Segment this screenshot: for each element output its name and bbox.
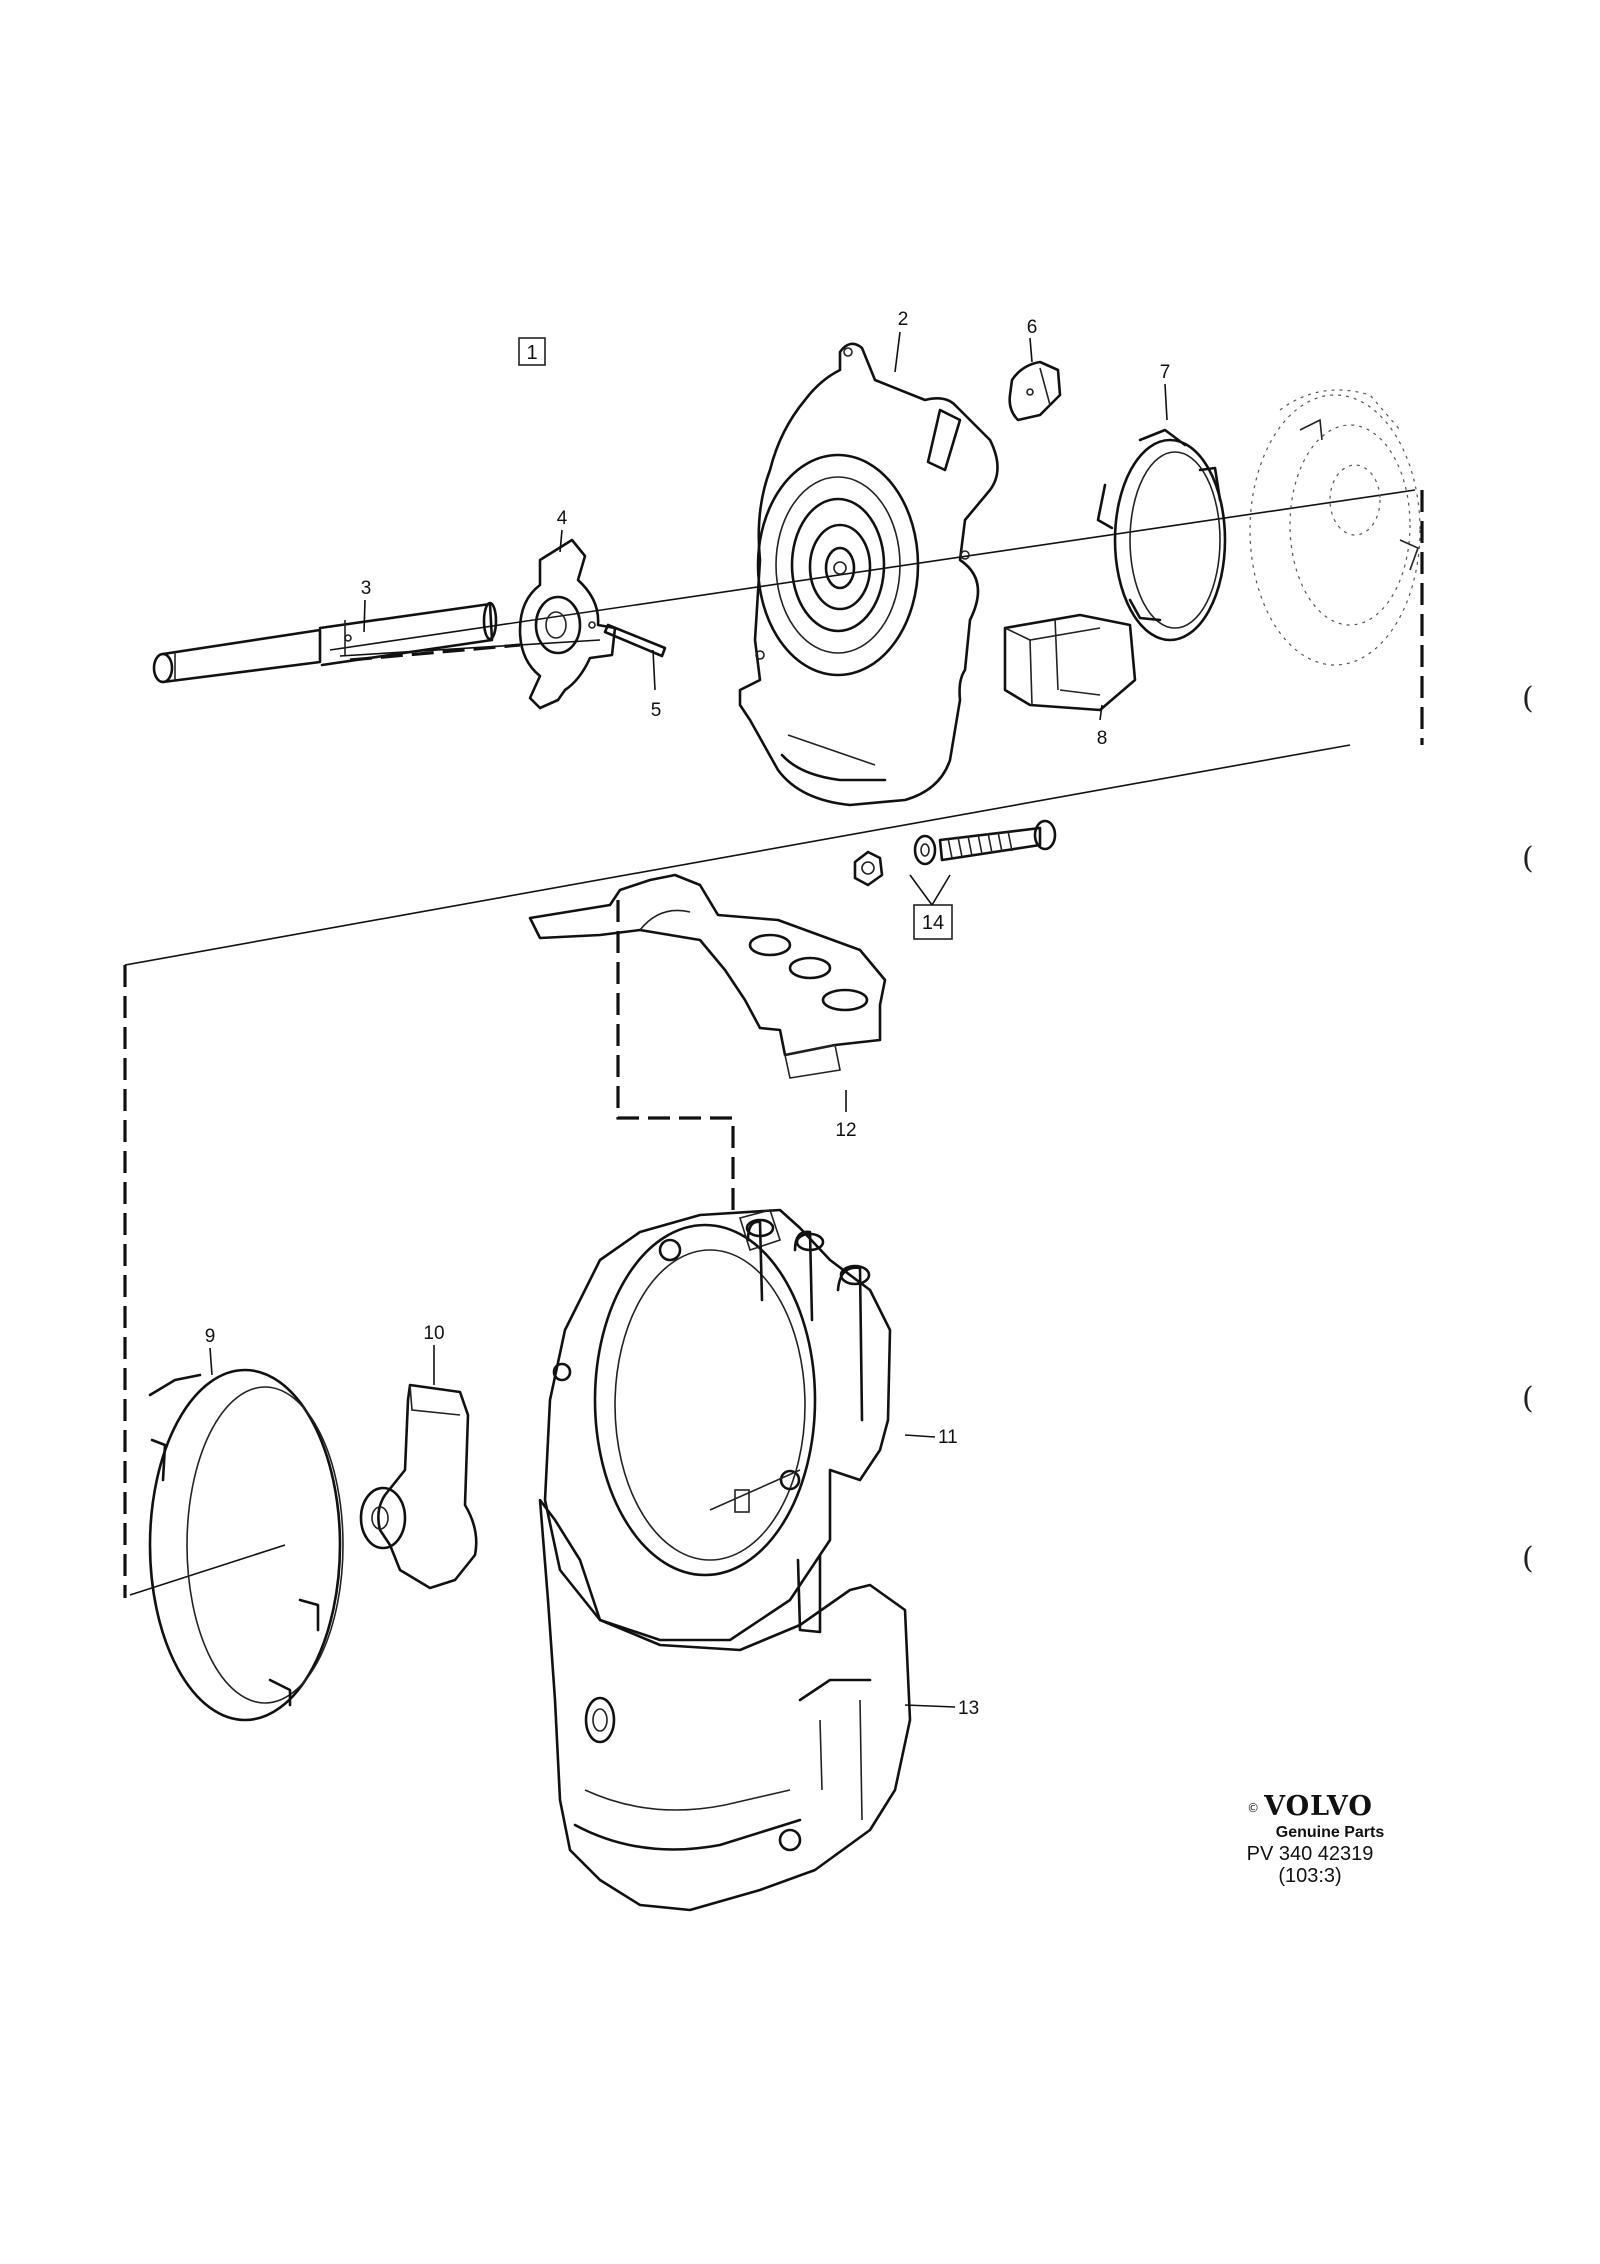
callout-4: 4 [557, 508, 568, 529]
part-7-retaining-ring [1096, 428, 1227, 642]
reference-code: (103:3) [1278, 1864, 1342, 1887]
assembly-lines [123, 489, 1424, 1598]
group-box-1-label: 1 [526, 342, 537, 364]
part-10-cam [359, 1383, 478, 1590]
callout-7: 7 [1160, 362, 1171, 383]
part-13-lower-housing [538, 1498, 912, 1912]
part-4-weight-carrier [518, 538, 617, 710]
rotor-cap [1249, 389, 1421, 666]
volvo-wordmark-icon: ©VOLVO [1195, 1792, 1425, 1823]
tagline: Genuine Parts [1275, 1823, 1385, 1841]
part-8-contact-block [1003, 613, 1137, 712]
group-box-1: 1 [518, 337, 546, 366]
callout-2: 2 [898, 309, 909, 330]
part-12-bracket [528, 873, 887, 1079]
margin-marks: ( ( ( ( [1522, 681, 1534, 1576]
part-3-shaft [152, 601, 498, 684]
callout-12: 12 [835, 1120, 856, 1141]
leader-lines [209, 331, 1168, 1708]
copyright-symbol: © [1247, 1800, 1261, 1815]
part-9-dust-shield [148, 1368, 344, 1722]
callout-13: 13 [958, 1698, 979, 1719]
callout-5: 5 [651, 700, 662, 721]
callout-6: 6 [1027, 317, 1038, 338]
callout-10: 10 [423, 1323, 444, 1344]
margin-mark: ( [1522, 1541, 1534, 1576]
callout-11: 11 [938, 1427, 958, 1448]
callout-3: 3 [361, 578, 372, 599]
logo-text: VOLVO [1264, 1791, 1373, 1822]
callout-9: 9 [205, 1326, 216, 1347]
part-2-breaker-plate [738, 342, 999, 807]
brand-block: ©VOLVO Genuine Parts PV 340 42319 (103:3… [1195, 1792, 1425, 1887]
margin-mark: ( [1522, 681, 1534, 716]
part-5-pin [603, 623, 667, 658]
margin-mark: ( [1522, 1381, 1534, 1416]
margin-mark: ( [1522, 841, 1534, 876]
callout-8: 8 [1097, 728, 1108, 749]
part-6-bracket [1008, 360, 1062, 422]
callout-14: 14 [922, 912, 944, 934]
part-number: PV 340 42319 [1246, 1842, 1374, 1865]
part-11-housing [543, 1208, 892, 1642]
callout-numbers: 2 3 4 5 6 7 8 9 10 11 12 13 [205, 309, 1171, 1719]
part-14-screw-set: 14 [853, 819, 1057, 940]
